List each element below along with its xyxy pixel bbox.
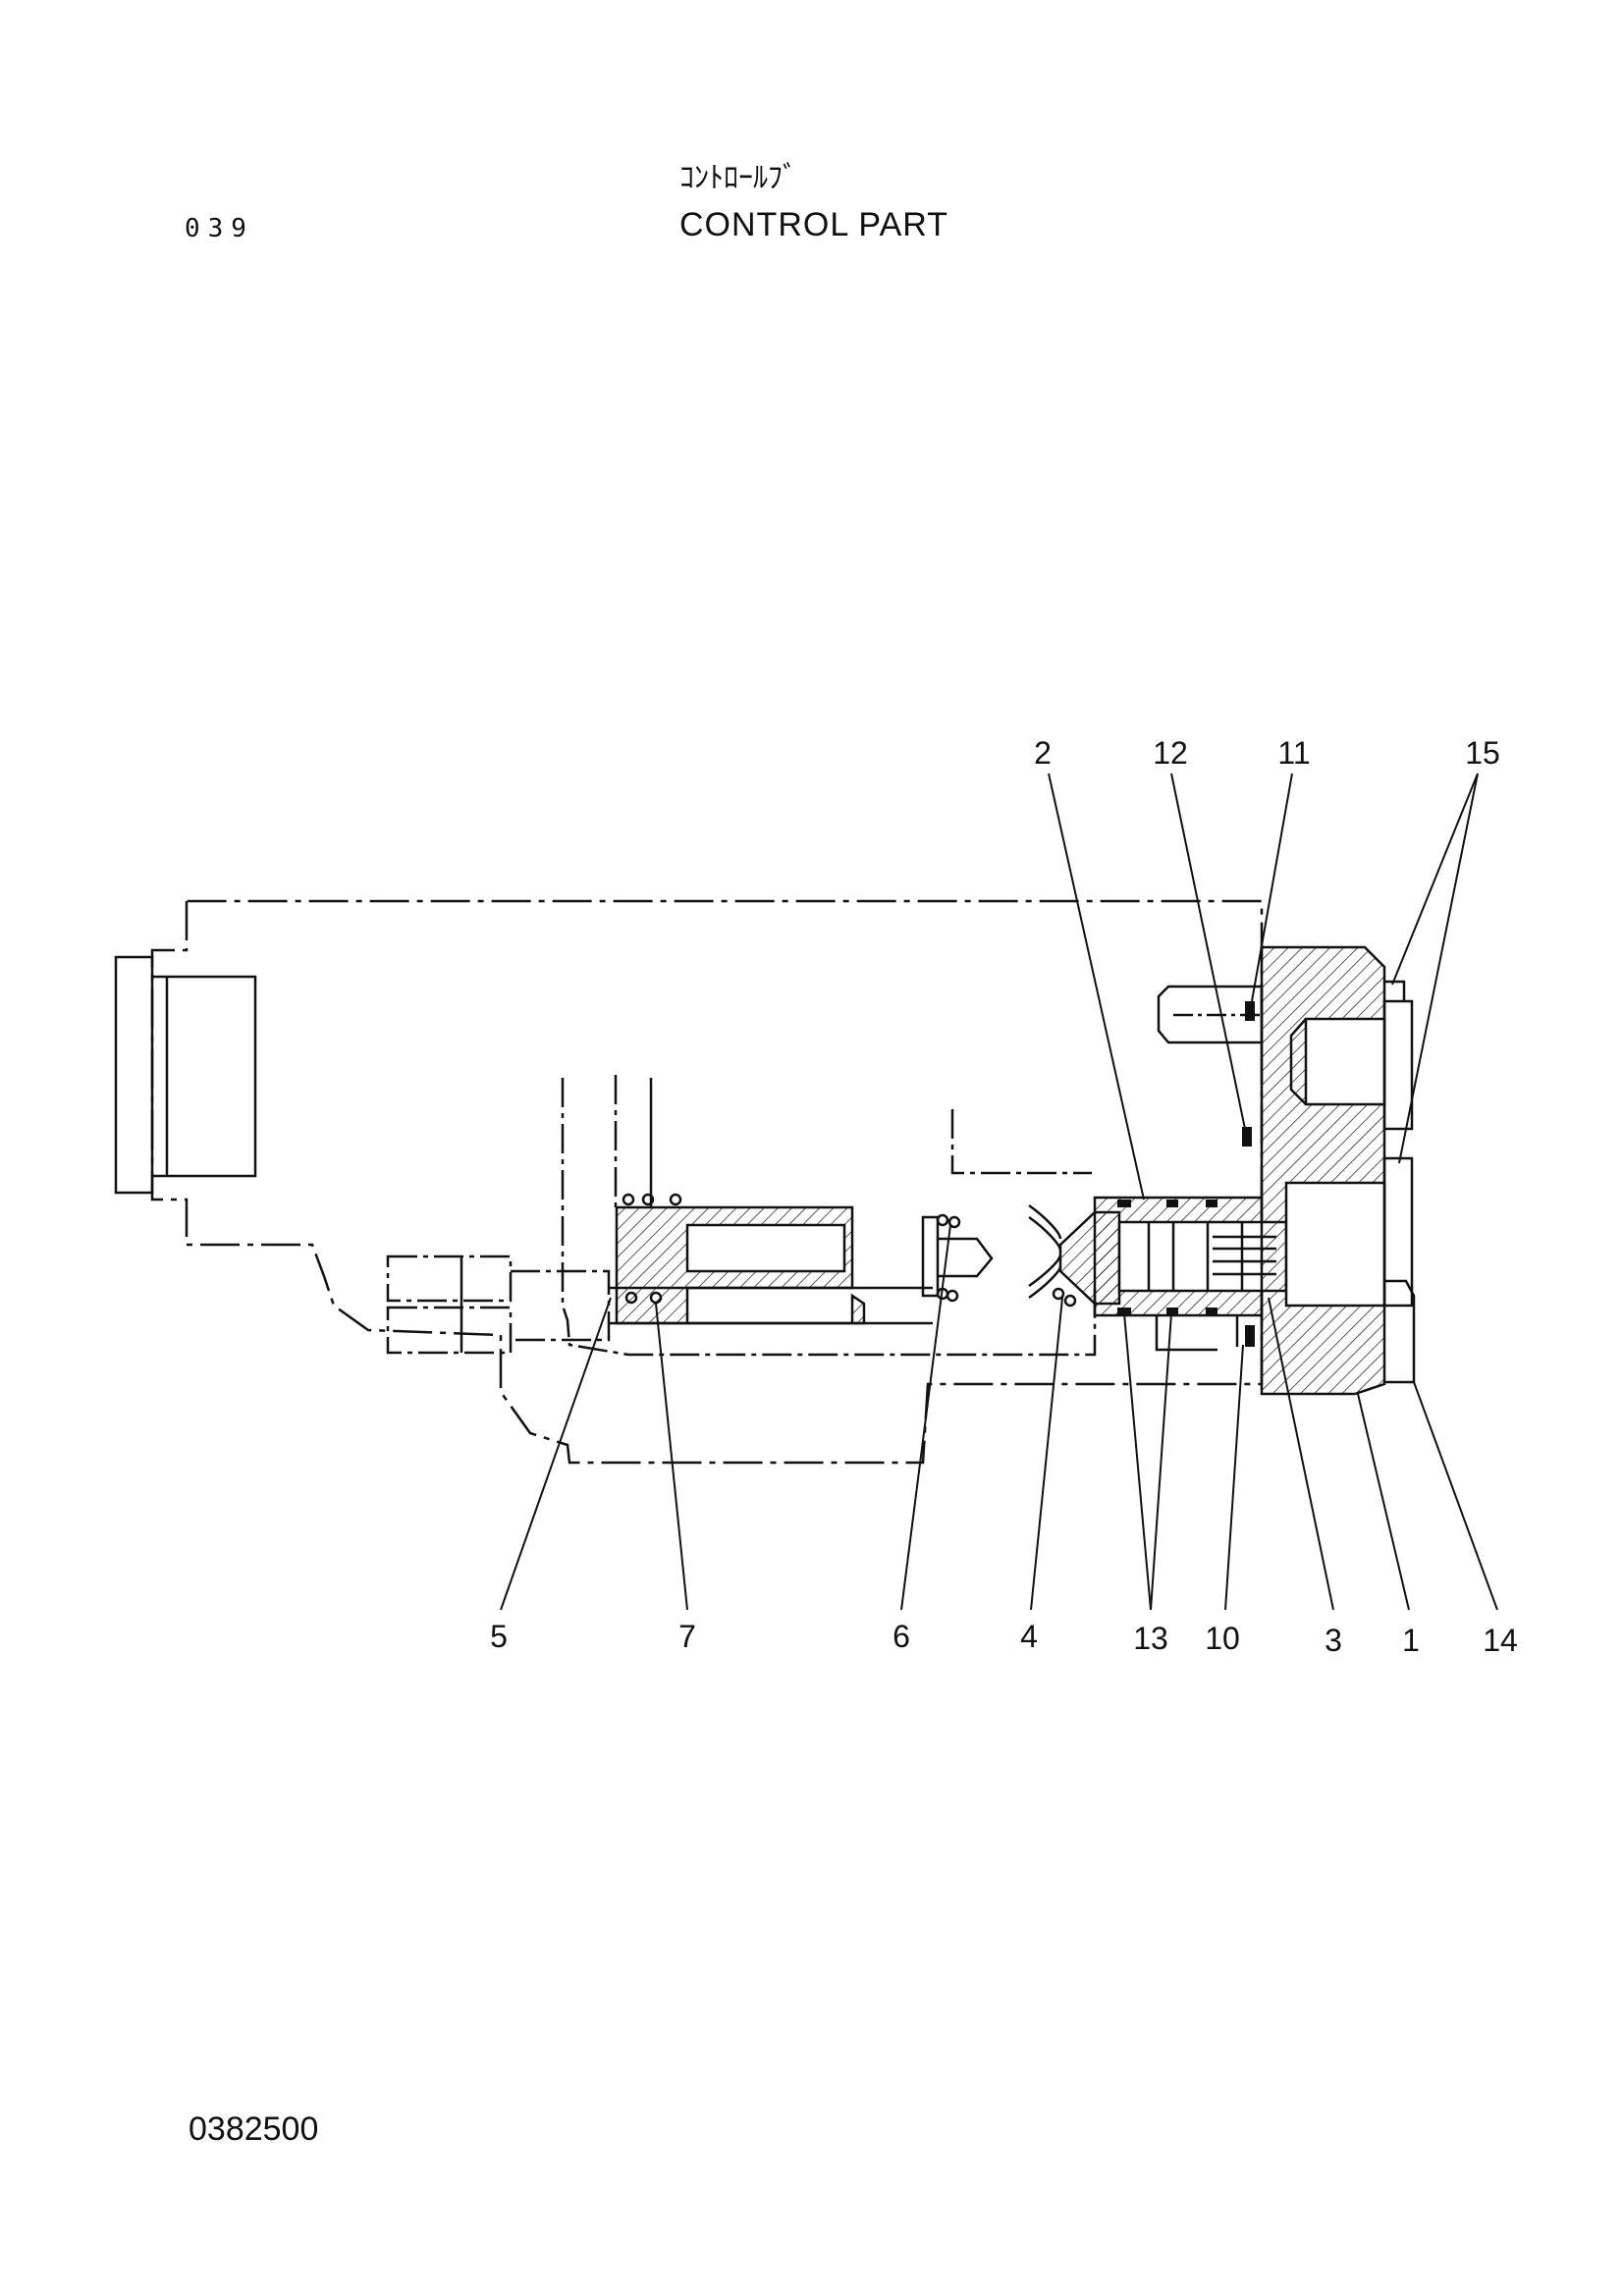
- document-code: 0382500: [189, 2110, 319, 2148]
- leader-12: [1170, 773, 1246, 1130]
- leader-11: [1251, 773, 1293, 1002]
- leader-10: [1224, 1344, 1244, 1611]
- leader-1: [1357, 1393, 1410, 1611]
- leader-2: [1048, 773, 1145, 1201]
- cover-plate: [1260, 945, 1386, 1396]
- callout-1: 1: [1402, 1623, 1420, 1658]
- callout-4: 4: [1020, 1619, 1038, 1654]
- leader-5: [500, 1297, 612, 1611]
- leader-15b: [1398, 773, 1479, 1164]
- callout-2: 2: [1034, 735, 1052, 771]
- spool-rod: [511, 1269, 611, 1342]
- callout-7: 7: [678, 1619, 696, 1654]
- callout-12: 12: [1153, 735, 1188, 771]
- leader-13a: [1123, 1312, 1152, 1611]
- callout-3: 3: [1325, 1623, 1342, 1658]
- spring-6: [921, 1213, 994, 1303]
- title-japanese: ｺﾝﾄﾛｰﾙﾌﾞ: [679, 161, 797, 195]
- bolt-15a: [1382, 999, 1414, 1131]
- callout-11: 11: [1277, 735, 1310, 771]
- callout-13: 13: [1133, 1621, 1168, 1656]
- bolt-15b: [1382, 1156, 1414, 1308]
- leader-14: [1413, 1381, 1498, 1611]
- callout-14: 14: [1483, 1623, 1518, 1658]
- callout-10: 10: [1205, 1621, 1240, 1656]
- top-fitting: [1157, 985, 1264, 1044]
- spring-7: [622, 1193, 682, 1305]
- title-english: CONTROL PART: [679, 206, 948, 243]
- leader-4: [1030, 1297, 1063, 1611]
- callout-6: 6: [893, 1619, 910, 1654]
- callout-5: 5: [490, 1619, 508, 1654]
- leader-7: [655, 1303, 688, 1611]
- leader-3: [1268, 1297, 1334, 1611]
- callout-15: 15: [1465, 735, 1500, 771]
- leader-6: [900, 1224, 951, 1611]
- left-plug: [114, 955, 154, 1195]
- actuator-stub: [386, 1255, 513, 1303]
- page-number: 039: [185, 214, 254, 243]
- valve-body-outline: [150, 899, 1264, 1465]
- leader-13b: [1150, 1312, 1172, 1611]
- bolt-14: [1384, 1279, 1416, 1384]
- leader-15a: [1391, 773, 1479, 986]
